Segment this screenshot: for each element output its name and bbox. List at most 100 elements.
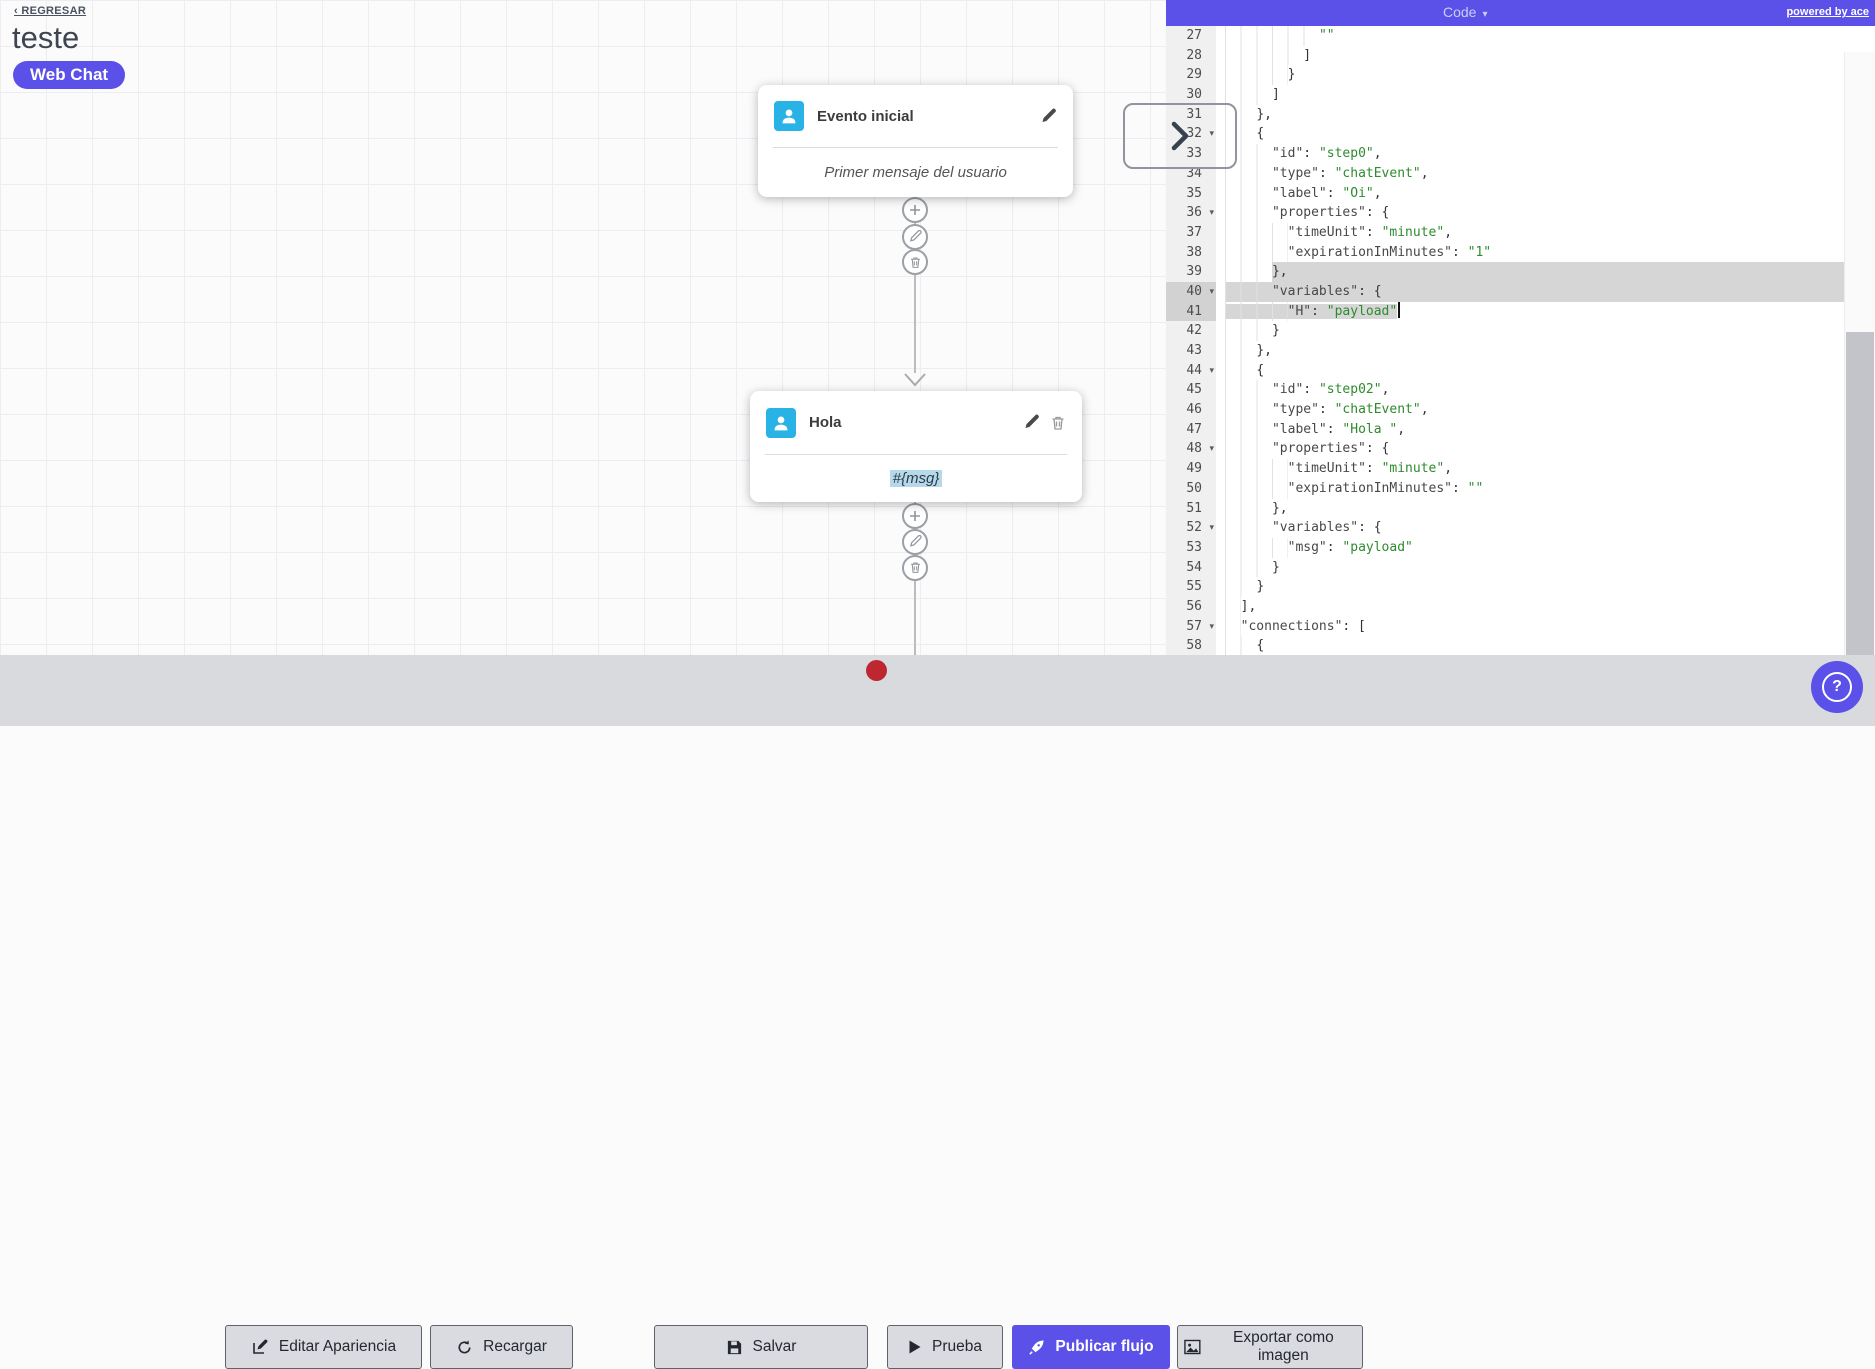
line-number[interactable]: 45 (1166, 380, 1216, 401)
code-line[interactable]: 51}, (1166, 498, 1875, 519)
line-number[interactable]: 47 (1166, 419, 1216, 440)
back-link[interactable]: ‹ REGRESAR (14, 5, 87, 17)
edit-node-icon[interactable] (1023, 414, 1040, 431)
line-number[interactable]: 31 (1166, 104, 1216, 125)
line-number[interactable]: 58 (1166, 636, 1216, 655)
line-number[interactable]: 33 (1166, 144, 1216, 164)
publish-flow-button[interactable]: Publicar flujo (1012, 1325, 1170, 1369)
node-evento-inicial[interactable]: Evento inicial Primer mensaje del usuari… (758, 85, 1073, 197)
line-number[interactable]: 36▾ (1166, 203, 1216, 223)
line-number[interactable]: 43 (1166, 341, 1216, 361)
code-line[interactable]: 31}, (1166, 104, 1875, 125)
line-number[interactable]: 54 (1166, 557, 1216, 578)
code-line[interactable]: 32▾{ (1166, 124, 1875, 145)
code-line[interactable]: 33"id": "step0", (1166, 144, 1875, 164)
edit-appearance-button[interactable]: Editar Apariencia (225, 1325, 422, 1369)
scrollbar-thumb[interactable] (1846, 332, 1874, 655)
line-number[interactable]: 30 (1166, 85, 1216, 105)
code-line[interactable]: 36▾"properties": { (1166, 203, 1875, 223)
code-mode-dropdown[interactable]: Code▾ (1443, 4, 1488, 20)
line-number[interactable]: 49 (1166, 459, 1216, 479)
code-line[interactable]: 45"id": "step02", (1166, 380, 1875, 401)
line-number[interactable]: 27 (1166, 26, 1216, 46)
delete-connection-button[interactable] (902, 249, 928, 275)
code-line[interactable]: 52▾"variables": { (1166, 518, 1875, 538)
code-line[interactable]: 35"label": "Oi", (1166, 183, 1875, 204)
fold-arrow-icon[interactable]: ▾ (1209, 621, 1214, 632)
edit-connection-button[interactable] (902, 528, 928, 555)
code-line[interactable]: 38"expirationInMinutes": "1" (1166, 242, 1875, 263)
page-title: teste (12, 20, 80, 55)
help-button[interactable]: ? (1811, 661, 1863, 713)
vertical-scrollbar[interactable] (1844, 52, 1875, 655)
fold-arrow-icon[interactable]: ▾ (1209, 444, 1214, 455)
code-line[interactable]: 46"type": "chatEvent", (1166, 400, 1875, 420)
line-number[interactable]: 38 (1166, 242, 1216, 263)
code-line[interactable]: 42} (1166, 321, 1875, 341)
edit-connection-button[interactable] (902, 223, 928, 250)
line-number[interactable]: 29 (1166, 65, 1216, 86)
code-editor[interactable]: 27""28]29}30]31},32▾{33"id": "step0",34"… (1166, 26, 1875, 655)
code-line[interactable]: 53"msg": "payload" (1166, 537, 1875, 558)
code-line[interactable]: 39}, (1166, 262, 1875, 282)
line-number[interactable]: 41 (1166, 301, 1216, 322)
code-line[interactable]: 37"timeUnit": "minute", (1166, 222, 1875, 243)
code-line[interactable]: 43}, (1166, 341, 1875, 361)
line-number[interactable]: 40▾ (1166, 281, 1216, 302)
code-line[interactable]: 57▾"connections": [ (1166, 616, 1875, 637)
line-number[interactable]: 55 (1166, 577, 1216, 597)
line-number[interactable]: 39 (1166, 262, 1216, 282)
node-hola[interactable]: Hola #{msg} (750, 391, 1082, 502)
code-line[interactable]: 50"expirationInMinutes": "" (1166, 478, 1875, 499)
line-number[interactable]: 44▾ (1166, 360, 1216, 381)
line-number[interactable]: 35 (1166, 183, 1216, 204)
code-line[interactable]: 34"type": "chatEvent", (1166, 163, 1875, 184)
line-number[interactable]: 46 (1166, 400, 1216, 420)
code-line[interactable]: 41"H": "payload" (1166, 301, 1875, 322)
fold-arrow-icon[interactable]: ▾ (1209, 523, 1214, 534)
code-line[interactable]: 30] (1166, 85, 1875, 105)
line-number[interactable]: 50 (1166, 478, 1216, 499)
edit-node-icon[interactable] (1040, 108, 1057, 125)
code-line[interactable]: 29} (1166, 65, 1875, 86)
fold-arrow-icon[interactable]: ▾ (1209, 286, 1214, 297)
code-line[interactable]: 49"timeUnit": "minute", (1166, 459, 1875, 479)
line-number[interactable]: 52▾ (1166, 518, 1216, 538)
line-number[interactable]: 56 (1166, 596, 1216, 617)
line-number[interactable]: 28 (1166, 45, 1216, 66)
code-line[interactable]: 44▾{ (1166, 360, 1875, 381)
delete-connection-button[interactable] (902, 554, 928, 581)
code-line[interactable]: 54} (1166, 557, 1875, 578)
line-number[interactable]: 37 (1166, 222, 1216, 243)
collapse-code-panel-button[interactable] (1123, 103, 1237, 169)
divider (765, 454, 1067, 455)
fold-arrow-icon[interactable]: ▾ (1209, 365, 1214, 376)
line-number[interactable]: 53 (1166, 537, 1216, 558)
delete-node-icon[interactable] (1050, 415, 1066, 431)
rocket-icon (1029, 1339, 1044, 1355)
fold-arrow-icon[interactable]: ▾ (1209, 208, 1214, 219)
code-line[interactable]: 55} (1166, 577, 1875, 597)
line-number[interactable]: 42 (1166, 321, 1216, 341)
code-line[interactable]: 58{ (1166, 636, 1875, 655)
code-line[interactable]: 47"label": "Hola ", (1166, 419, 1875, 440)
flow-canvas[interactable]: ‹ REGRESAR teste Web Chat Evento inicial… (0, 0, 1166, 655)
code-line[interactable]: 28] (1166, 45, 1875, 66)
save-button[interactable]: Salvar (654, 1325, 868, 1369)
code-line[interactable]: 56], (1166, 596, 1875, 617)
add-step-button[interactable] (902, 502, 928, 529)
code-line[interactable]: 48▾"properties": { (1166, 439, 1875, 460)
add-step-button[interactable] (902, 197, 928, 223)
reload-button[interactable]: Recargar (430, 1325, 573, 1369)
test-button[interactable]: Prueba (887, 1325, 1003, 1369)
line-number[interactable]: 51 (1166, 498, 1216, 519)
export-image-button[interactable]: Exportar como imagen (1177, 1325, 1363, 1369)
line-number[interactable]: 48▾ (1166, 439, 1216, 460)
powered-by-ace-link[interactable]: powered by ace (1786, 6, 1869, 18)
line-number[interactable]: 57▾ (1166, 616, 1216, 637)
divider (773, 147, 1058, 148)
code-line[interactable]: 27"" (1166, 26, 1875, 46)
connector-line (914, 197, 916, 373)
fold-arrow-icon[interactable]: ▾ (1209, 129, 1214, 140)
code-line[interactable]: 40▾"variables": { (1166, 281, 1875, 302)
